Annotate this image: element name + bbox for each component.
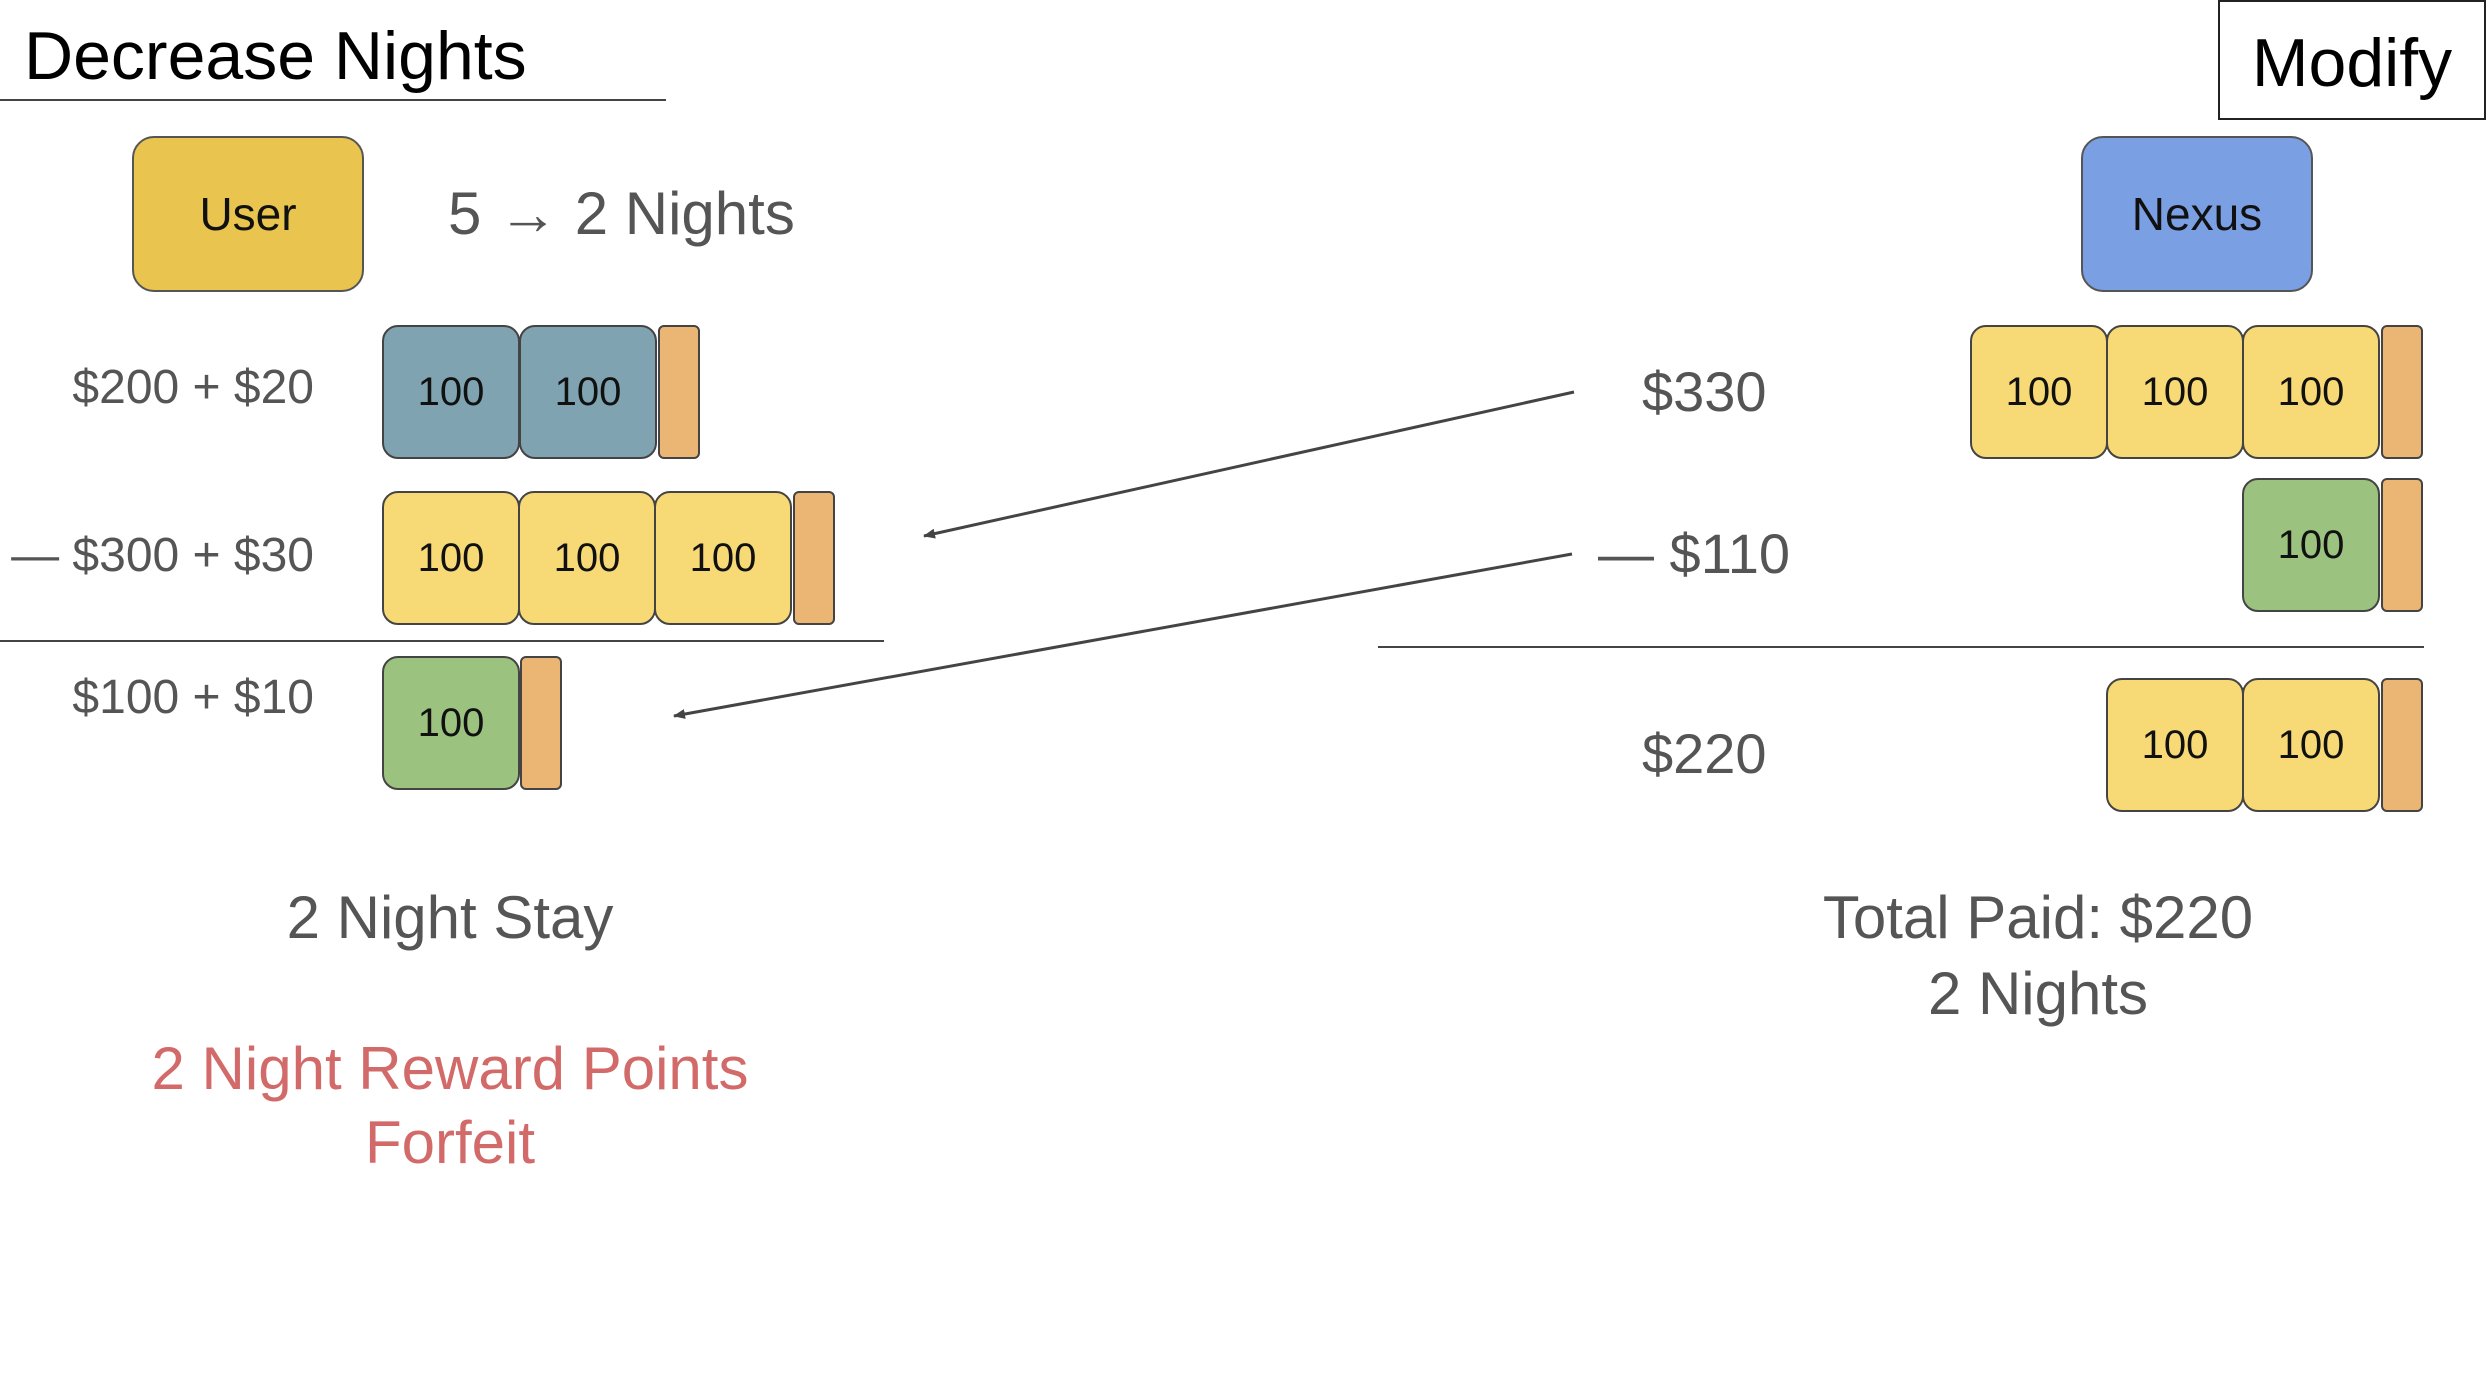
nexus-sum-rule (1378, 646, 2424, 648)
forfeit-line-2: Forfeit (364, 1109, 536, 1176)
nexus-role-box: Nexus (2081, 136, 2313, 292)
page-title: Decrease Nights (24, 18, 527, 94)
user-row-label-result: $100 + $10 (72, 671, 314, 724)
nights-change-label: 5 → 2 Nights (448, 180, 795, 247)
stay-summary: 2 Night Stay (286, 884, 614, 951)
arrow-refund-to-result (673, 552, 1573, 719)
total-nights-label: 2 Nights (1927, 960, 2149, 1027)
forfeit-line-1: 2 Night Reward Points (151, 1035, 749, 1102)
nexus-row-label-result: $220 (1642, 722, 1767, 785)
user-sum-rule (0, 640, 884, 642)
tax-tab (520, 656, 562, 790)
user-row-label-subtract: — $300 + $30 (11, 529, 314, 582)
night-block: 100 (1970, 325, 2108, 459)
night-block: 100 (654, 491, 792, 625)
night-block: 100 (382, 491, 520, 625)
arrow-refund-to-subtract (923, 390, 1575, 539)
tax-tab (2381, 325, 2423, 459)
user-role-box: User (132, 136, 364, 292)
title-underline (0, 99, 666, 101)
tax-tab (658, 325, 700, 459)
night-block: 100 (382, 656, 520, 790)
tax-tab (2381, 678, 2423, 812)
night-block: 100 (518, 491, 656, 625)
night-block: 100 (2242, 678, 2380, 812)
night-block: 100 (2242, 325, 2380, 459)
nexus-row-label-subtract: — $110 (1598, 522, 1790, 585)
tax-tab (2381, 478, 2423, 612)
modify-button[interactable]: Modify (2218, 0, 2486, 120)
night-block: 100 (2242, 478, 2380, 612)
tax-tab (793, 491, 835, 625)
total-paid-label: Total Paid: $220 (1822, 884, 2254, 951)
night-block: 100 (519, 325, 657, 459)
user-row-label-current: $200 + $20 (72, 361, 314, 414)
nexus-row-label-current: $330 (1642, 360, 1767, 423)
